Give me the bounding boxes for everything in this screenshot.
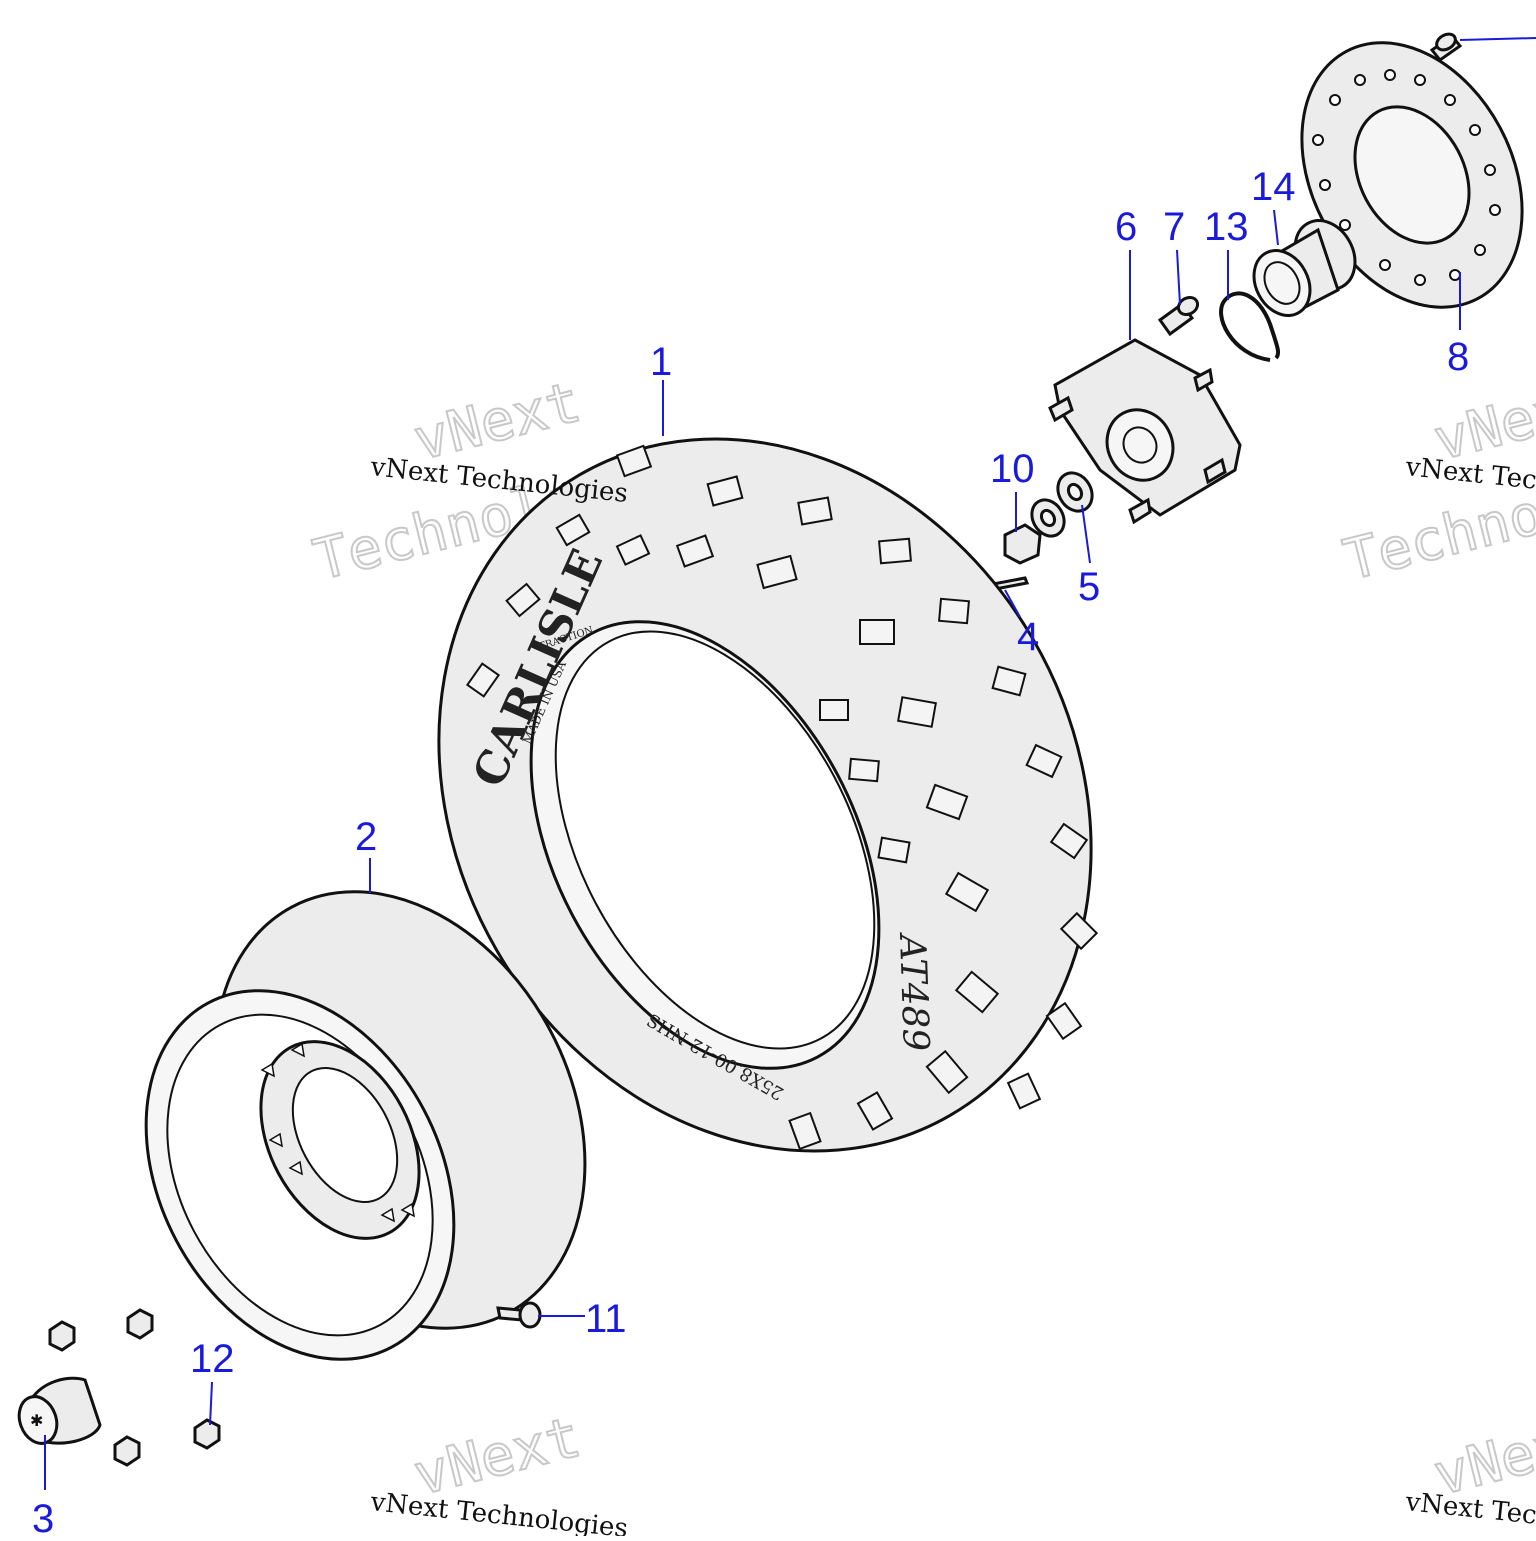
watermark-text-3: vNext Technologies xyxy=(368,1487,629,1536)
tire-model-text: AT489 xyxy=(891,931,936,1052)
hub-bolt xyxy=(1157,295,1200,337)
callout-7: 7 xyxy=(1163,205,1185,249)
callout-5: 5 xyxy=(1078,565,1100,609)
wheel-bearing xyxy=(1252,219,1357,318)
lug-nuts xyxy=(48,1308,221,1467)
callout-12: 12 xyxy=(190,1337,235,1381)
callout-4: 4 xyxy=(1017,615,1039,659)
callout-8: 8 xyxy=(1447,335,1469,379)
callout-14: 14 xyxy=(1251,165,1296,209)
callout-10: 10 xyxy=(990,447,1035,491)
castle-nut xyxy=(1003,523,1042,565)
tire-tread xyxy=(465,444,1099,1151)
disc-bolt xyxy=(1429,32,1463,63)
callout-1: 1 xyxy=(650,340,672,384)
brake-disc xyxy=(1300,41,1524,309)
washers xyxy=(1030,471,1094,538)
snap-ring xyxy=(1219,291,1281,362)
callout-labels: 1 2 3 4 5 6 7 8 10 11 12 13 14 xyxy=(32,165,1469,1541)
callout-11: 11 xyxy=(585,1297,627,1341)
cap-star-icon: ✱ xyxy=(30,1413,43,1430)
tire: CARLISLE MADE IN USA TRACTION AT489 25X8… xyxy=(437,437,1099,1153)
wheel-hub xyxy=(1048,338,1242,525)
wheel-rim xyxy=(144,890,587,1361)
callout-3: 3 xyxy=(32,1497,54,1536)
callout-6: 6 xyxy=(1115,205,1137,249)
watermark-text-4: vNext Technologies xyxy=(1403,1487,1536,1536)
callout-13: 13 xyxy=(1204,205,1249,249)
callout-2: 2 xyxy=(355,815,377,859)
center-cap: ✱ xyxy=(17,1376,102,1445)
leader-lines xyxy=(44,37,1536,1490)
